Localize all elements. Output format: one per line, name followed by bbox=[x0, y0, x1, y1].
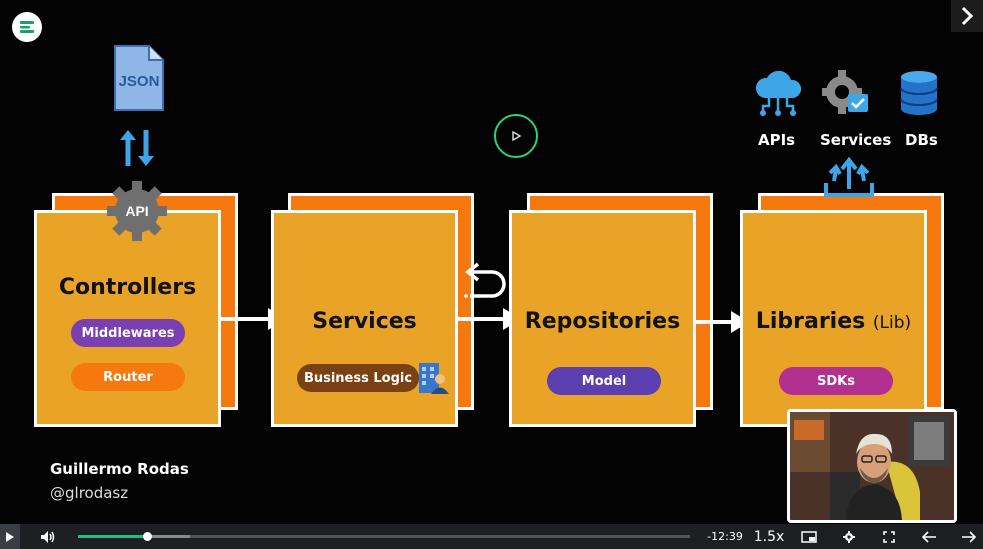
time-remaining: -12:39 bbox=[707, 530, 743, 543]
arrow-left-icon[interactable] bbox=[916, 524, 942, 549]
arrow-services-repositories bbox=[458, 317, 504, 321]
apis-label: APIs bbox=[758, 131, 796, 149]
author-name: Guillermo Rodas bbox=[50, 460, 189, 478]
cloud-api-icon bbox=[753, 68, 803, 122]
repositories-title: Repositories bbox=[524, 309, 681, 334]
fullscreen-icon[interactable] bbox=[878, 524, 900, 549]
services-title: Services bbox=[312, 309, 417, 334]
upload-arrows-icon bbox=[822, 155, 876, 205]
dbs-label: DBs bbox=[905, 131, 938, 149]
arrow-repositories-libraries bbox=[696, 320, 732, 324]
progress-knob[interactable] bbox=[143, 532, 153, 541]
controllers-title: Controllers bbox=[58, 275, 197, 300]
presenter-webcam[interactable] bbox=[787, 409, 957, 523]
api-label: API bbox=[125, 203, 148, 219]
controllers-card: Controllers Middlewares Router bbox=[34, 210, 221, 427]
buffer-fill bbox=[150, 535, 190, 538]
services-gear-icon bbox=[822, 70, 872, 122]
play-icon[interactable] bbox=[0, 524, 20, 549]
author-credit: Guillermo Rodas @glrodasz bbox=[50, 460, 189, 502]
json-file-icon: JSON bbox=[113, 44, 165, 116]
libraries-title-suffix: (Lib) bbox=[872, 313, 912, 333]
database-icon bbox=[899, 70, 939, 120]
author-handle: @glrodasz bbox=[50, 484, 129, 502]
router-pill: Router bbox=[71, 363, 185, 391]
arrow-right-icon[interactable] bbox=[956, 524, 982, 549]
progress-bar[interactable] bbox=[78, 532, 690, 541]
transfer-arrows-icon bbox=[118, 126, 160, 174]
app-logo-icon[interactable] bbox=[12, 12, 42, 42]
api-gear-icon: API bbox=[107, 181, 167, 241]
libraries-title: Libraries (Lib) bbox=[743, 309, 924, 334]
chevron-right-icon[interactable] bbox=[951, 0, 983, 32]
arrow-controllers-services bbox=[221, 317, 269, 321]
player-controls: -12:39 1.5x bbox=[0, 524, 983, 549]
middlewares-pill: Middlewares bbox=[71, 319, 185, 347]
progress-fill bbox=[78, 535, 149, 538]
services-ext-label: Services bbox=[820, 131, 892, 149]
volume-icon[interactable] bbox=[36, 524, 60, 549]
repositories-card: Repositories Model bbox=[509, 210, 696, 427]
gear-icon[interactable] bbox=[838, 524, 860, 549]
json-label: JSON bbox=[119, 73, 160, 90]
libraries-card: Libraries (Lib) SDKs bbox=[740, 210, 927, 427]
cursor-highlight-icon bbox=[494, 114, 538, 158]
libraries-title-text: Libraries bbox=[755, 309, 866, 334]
sdks-pill: SDKs bbox=[779, 367, 893, 395]
services-card: Services Business Logic bbox=[271, 210, 458, 427]
playback-speed-button[interactable]: 1.5x bbox=[753, 528, 785, 545]
model-pill: Model bbox=[547, 367, 661, 395]
return-arrow-icon bbox=[462, 262, 508, 306]
video-stage[interactable]: JSON Controllers Middlewares Router bbox=[0, 0, 983, 524]
office-worker-icon bbox=[417, 361, 449, 399]
business-logic-pill: Business Logic bbox=[297, 364, 419, 392]
picture-in-picture-icon[interactable] bbox=[798, 524, 820, 549]
